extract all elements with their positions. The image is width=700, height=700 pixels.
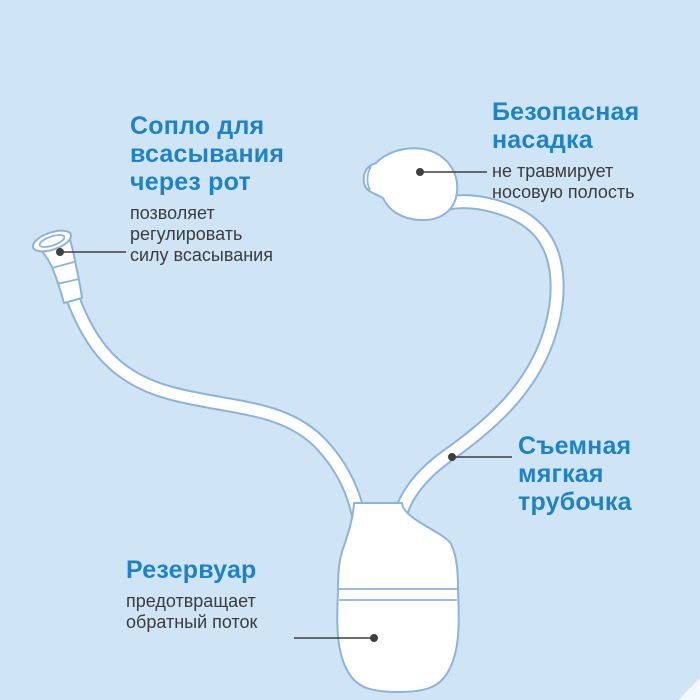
mouth-nozzle-heading: Сопло для всасывания через рот <box>130 112 285 196</box>
leader-reservoir <box>294 634 378 642</box>
leader-safety-tip <box>416 168 487 176</box>
annotation-reservoir: Резервуар предотвращает обратный поток <box>126 556 257 633</box>
mouth-nozzle-description: позволяет регулировать силу всасывания <box>130 203 273 265</box>
annotation-safety-tip: Безопасная насадка не травмирует носовую… <box>492 98 639 203</box>
safety-tip <box>362 147 459 222</box>
leader-soft-tube <box>448 453 512 461</box>
mouth-nozzle <box>31 229 83 304</box>
leader-mouth-nozzle <box>56 248 126 256</box>
annotation-mouth-nozzle: Сопло для всасывания через рот позволяет… <box>130 112 284 266</box>
safety-tip-description: не травмирует носовую полость <box>492 161 635 202</box>
safety-tip-heading: Безопасная насадка <box>492 98 640 154</box>
left-tube <box>64 293 368 526</box>
reservoir-description: предотвращает обратный поток <box>126 591 258 632</box>
soft-tube-heading: Съемная мягкая трубочка <box>518 432 632 516</box>
right-tube <box>390 194 565 525</box>
reservoir <box>336 502 460 693</box>
corner-fold <box>678 678 700 700</box>
reservoir-heading: Резервуар <box>126 556 257 584</box>
annotation-soft-tube: Съемная мягкая трубочка <box>518 432 632 516</box>
